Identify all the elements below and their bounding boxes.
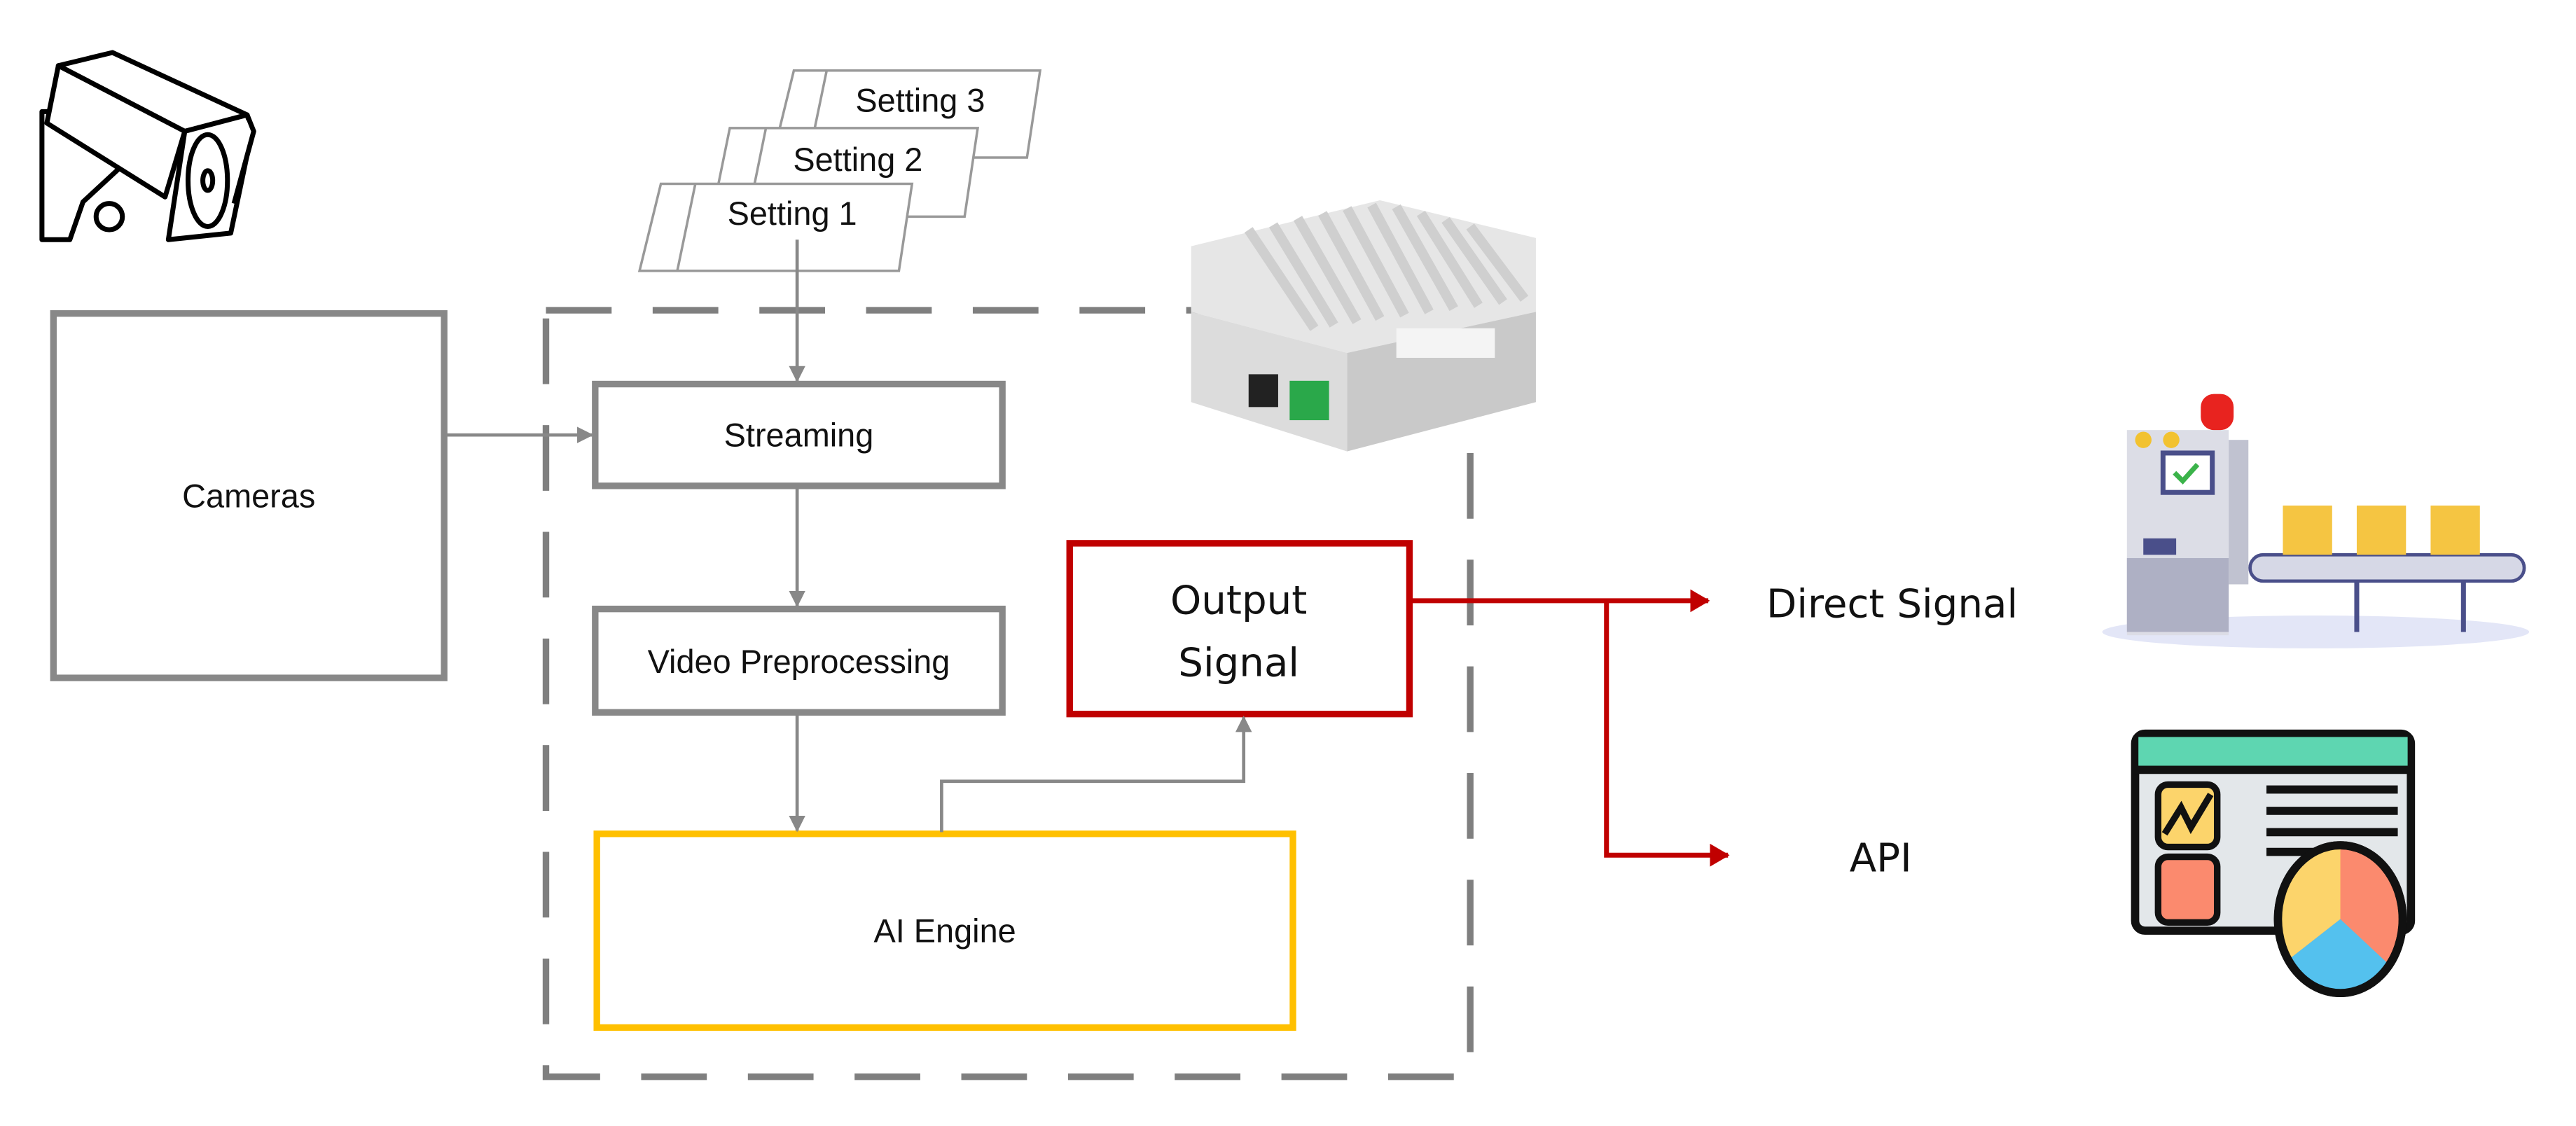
setting-1[interactable] [637,182,914,272]
cctv-camera-icon [39,50,256,242]
dashboard-analytics-icon [2131,729,2416,997]
flow-arrows [444,239,1252,833]
output-signal-label-line2: Signal [1178,641,1299,686]
video-preprocessing-box[interactable] [592,605,1006,716]
cameras-box[interactable] [50,310,448,681]
settings-stack [637,69,1042,272]
ai-engine-box[interactable] [593,830,1296,1031]
factory-conveyor-icon [2102,394,2530,648]
cameras-label: Cameras [182,478,315,514]
ai-engine-label: AI Engine [873,912,1016,949]
setting-1-label: Setting 1 [728,195,857,232]
output-arrows [1409,589,1730,867]
setting-2-label: Setting 2 [793,141,922,178]
arrow-to-api [1604,600,1730,867]
arrow-ai-to-output [940,715,1252,833]
output-signal-box[interactable] [1066,540,1413,718]
edge-device-boundary [542,307,1474,1080]
streaming-label: Streaming [724,417,874,454]
output-signal-label-line1: Output [1170,578,1307,624]
streaming-box[interactable] [592,380,1006,489]
api-label: API [1850,836,1912,882]
video-preprocessing-label: Video Preprocessing [648,644,950,680]
edge-device-image [1191,200,1536,452]
setting-3-label: Setting 3 [855,82,985,118]
direct-signal-label: Direct Signal [1766,581,2018,627]
